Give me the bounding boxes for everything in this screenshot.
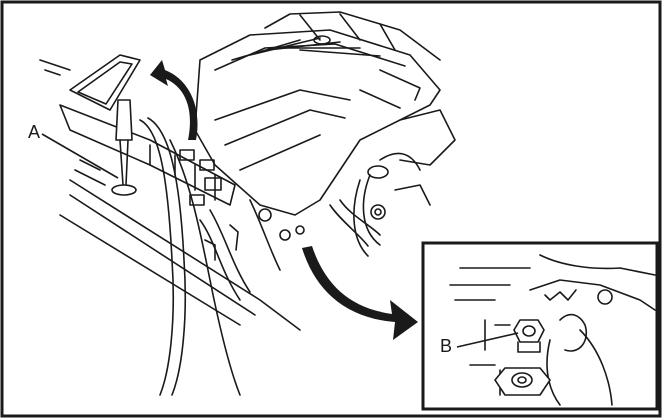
screwdriver [115, 99, 133, 141]
lift-arrow [150, 60, 198, 140]
leader-a [41, 133, 119, 179]
engine-drawing [39, 11, 456, 396]
engine-cover [194, 29, 441, 216]
label-a: A [28, 122, 40, 142]
leader-b [456, 332, 519, 348]
label-b: B [440, 336, 452, 356]
callout-a: A [28, 122, 119, 179]
bolt-b [513, 319, 545, 343]
detail-arrow [302, 246, 418, 340]
nut [494, 367, 551, 396]
detail-inset: B [421, 241, 659, 411]
